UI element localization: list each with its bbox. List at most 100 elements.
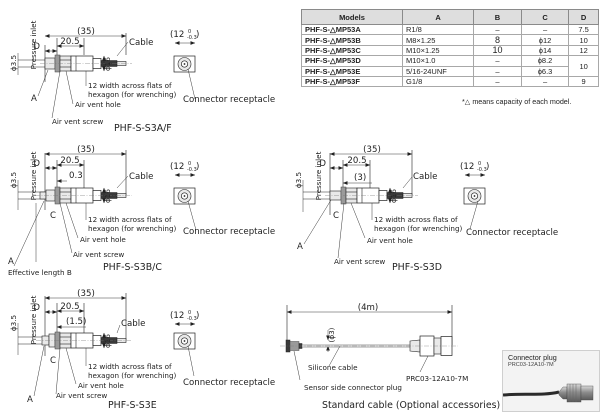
tol-up: 0	[188, 29, 191, 35]
air-vent-hole-label: Air vent hole	[80, 235, 126, 244]
cell-model: PHF-S-△MP53B	[301, 34, 403, 46]
connector-receptacle-label: Connector receptacle	[183, 227, 275, 237]
view-s3a-f: (35) 20.5 D ϕ3.5 Pressure inlet ϕ16 Cabl…	[9, 20, 275, 134]
cell-b: 10	[473, 44, 522, 57]
col-header-c: C	[520, 9, 570, 25]
cell-d: 10	[568, 55, 599, 77]
caption-s3d: PHF-S-S3D	[392, 262, 442, 273]
cell-a: M10×1.0	[401, 55, 475, 67]
col-header-models: Models	[301, 9, 403, 25]
flats-label-line1: 12 width across flats of	[88, 81, 172, 90]
pressure-inlet-label: Pressure inlet	[314, 151, 323, 200]
label-c: C	[333, 211, 339, 221]
view-s3b-c: (35) 20.5 0.3 D ϕ3.5 Pressure inlet ϕ16 …	[8, 145, 275, 277]
cell-a: G1/8	[401, 75, 475, 88]
air-vent-screw-label: Air vent screw	[52, 117, 103, 126]
cell-d: 7.5	[568, 23, 599, 36]
flats-label-line2: hexagon (for wrenching)	[88, 90, 177, 99]
flats-label-line1: 12 width across flats of	[88, 215, 172, 224]
label-c: C	[50, 211, 56, 221]
dim-20-5: 20.5	[60, 156, 79, 166]
sensor-plug-label: Sensor side connector plug	[304, 383, 402, 392]
flats-label-line2: hexagon (for wrenching)	[374, 224, 463, 233]
cell-c: –	[520, 75, 570, 88]
dim-35: (35)	[363, 145, 381, 155]
table-row: PHF-S-△MP53E 5/16-24UNF – ϕ6.3	[301, 65, 599, 77]
cell-c: ϕ8.2	[520, 55, 570, 67]
cell-a: M10×1.25	[401, 44, 475, 57]
cell-a: M8×1.25	[401, 34, 475, 46]
cell-b: 8	[473, 34, 522, 46]
connector-receptacle-label: Connector receptacle	[183, 95, 275, 105]
dim-1-5: (1.5)	[66, 317, 86, 327]
cable-label: Cable	[413, 172, 437, 182]
caption-s3b-c: PHF-S-S3B/C	[103, 262, 162, 273]
dim-phi-16: ϕ16	[103, 57, 112, 71]
cell-model: PHF-S-△MP53F	[301, 75, 403, 88]
tol-12: (12	[170, 162, 184, 172]
cell-model: PHF-S-△MP53E	[301, 65, 403, 77]
flats-label-line2: hexagon (for wrenching)	[88, 371, 177, 380]
tol-up: 0	[188, 161, 191, 167]
pressure-inlet-label: Pressure inlet	[29, 295, 38, 344]
dim-20-5: 20.5	[60, 37, 79, 47]
col-header-d: D	[568, 9, 599, 25]
dim-35: (35)	[77, 289, 95, 299]
flats-label-line1: 12 width across flats of	[88, 362, 172, 371]
tol-up: 0	[478, 161, 481, 167]
label-c: C	[50, 356, 56, 366]
cell-model: PHF-S-△MP53D	[301, 55, 403, 67]
cell-a: R1/8	[401, 23, 475, 36]
label-a: A	[297, 242, 303, 252]
cell-c: ϕ12	[520, 34, 570, 46]
air-vent-hole-label: Air vent hole	[78, 381, 124, 390]
cell-d: 9	[568, 75, 599, 88]
dim-phi-3-5: ϕ3.5	[9, 315, 18, 331]
dim-3: (3)	[354, 173, 366, 183]
caption-s3e: PHF-S-S3E	[108, 400, 157, 411]
air-vent-hole-label: Air vent hole	[367, 236, 413, 245]
tol-close: )	[196, 162, 199, 172]
tol-down: -0.3	[187, 35, 197, 41]
dim-phi-16: ϕ16	[103, 334, 112, 348]
cable-label: Cable	[121, 319, 145, 329]
tol-up: 0	[188, 310, 191, 316]
flats-label-line2: hexagon (for wrenching)	[88, 224, 177, 233]
pressure-inlet-label: Pressure inlet	[29, 151, 38, 200]
caption-standard-cable: Standard cable (Optional accessories)	[322, 400, 500, 411]
cell-b: –	[473, 55, 522, 67]
dim-0-3: 0.3	[69, 171, 83, 181]
pressure-inlet-label: Pressure inlet	[29, 20, 38, 69]
table-row: PHF-S-△MP53C M10×1.25 10 ϕ14 12	[301, 44, 599, 57]
connector-receptacle-label: Connector receptacle	[183, 378, 275, 388]
cell-a: 5/16-24UNF	[401, 65, 475, 77]
air-vent-screw-label: Air vent screw	[73, 250, 124, 259]
cell-b: –	[473, 23, 522, 36]
cell-d: 12	[568, 44, 599, 57]
dim-20-5: 20.5	[347, 156, 366, 166]
dim-phi-3-5: ϕ3.5	[9, 55, 18, 71]
view-s3e: (35) 20.5 (1.5) D ϕ3.5 Pressure inlet ϕ1…	[9, 289, 275, 411]
tol-close: )	[196, 311, 199, 321]
prc-part-label: PRC03-12A10-7M	[406, 374, 468, 383]
view-standard-cable: (4m) (ϕ3) Silicone cable Sensor side con…	[280, 303, 500, 411]
effective-length-label: Effective length B	[8, 268, 72, 277]
tol-close: )	[196, 30, 199, 40]
air-vent-screw-label: Air vent screw	[56, 391, 107, 400]
cable-label: Cable	[129, 38, 153, 48]
table-footnote: *△ means capacity of each model.	[462, 97, 572, 106]
connector-plug-image	[503, 383, 594, 403]
dim-35: (35)	[77, 145, 95, 155]
dim-d: D	[33, 159, 40, 169]
table-row: PHF-S-△MP53B M8×1.25 8 ϕ12 10	[301, 34, 599, 46]
tol-12: (12	[170, 311, 184, 321]
plug-part-number: PRC03-12A10-7M	[508, 362, 554, 368]
cell-b: –	[473, 65, 522, 77]
caption-s3a-f: PHF-S-S3A/F	[114, 123, 172, 134]
cell-model: PHF-S-△MP53A	[301, 23, 403, 36]
dim-phi-3: (ϕ3)	[327, 327, 336, 342]
label-a: A	[27, 395, 33, 405]
tol-12: (12	[170, 30, 184, 40]
tol-12: (12	[460, 162, 474, 172]
